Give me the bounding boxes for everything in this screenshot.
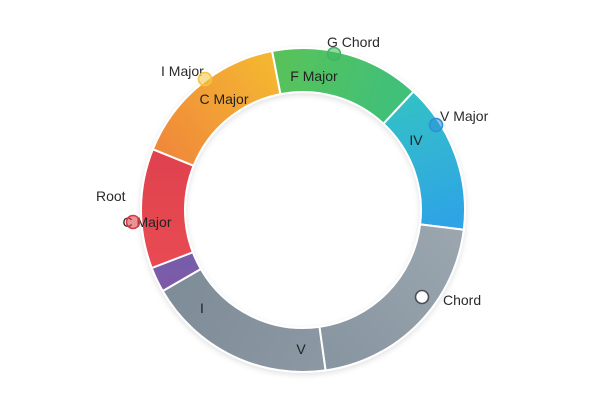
segment-f-major[interactable] bbox=[270, 47, 415, 126]
outer-label-chord: Chord bbox=[443, 292, 481, 308]
handle-c-major-top[interactable] bbox=[197, 71, 213, 87]
segment-iv-label: IV bbox=[409, 132, 423, 148]
handle-chord[interactable] bbox=[414, 289, 430, 305]
handle-g-chord[interactable] bbox=[326, 46, 342, 62]
handle-root[interactable] bbox=[125, 214, 141, 230]
segment-f-major-label: F Major bbox=[290, 68, 338, 84]
handle-v-major[interactable] bbox=[428, 117, 444, 133]
outer-label-g-chord: G Chord bbox=[327, 34, 380, 50]
segment-v-label: V bbox=[296, 341, 306, 357]
segment-c-major-top-label: C Major bbox=[199, 91, 248, 107]
outer-label-i-major: I Major bbox=[161, 63, 204, 79]
outer-label-v-major: V Major bbox=[440, 108, 489, 124]
outer-label-root: Root bbox=[96, 188, 126, 204]
segment-c-major-left[interactable] bbox=[140, 148, 195, 270]
segment-i-label: I bbox=[200, 300, 204, 316]
